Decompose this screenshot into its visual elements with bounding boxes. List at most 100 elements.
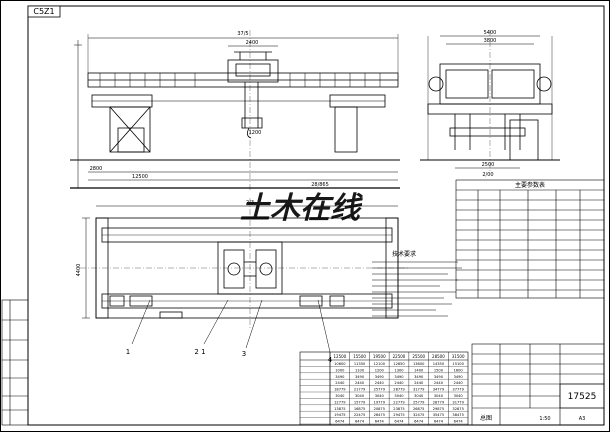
spec-header-cell: 19500 — [373, 354, 386, 359]
spec-cell: 14350 — [433, 362, 445, 366]
spec-cell: 12779 — [334, 400, 346, 404]
spec-cell: 2440 — [394, 381, 404, 385]
bottom-tab-code: 17525 — [568, 392, 597, 402]
spec-cell: 23875 — [393, 407, 404, 411]
spec-cell: 32875 — [452, 407, 463, 411]
spec-cell: 28779 — [433, 400, 445, 404]
top-tab: C5Z1 — [27, 5, 61, 18]
spec-header-cell: 15500 — [353, 354, 366, 359]
spec-cell: 6474 — [414, 420, 424, 424]
spec-cell: 19779 — [374, 400, 386, 404]
spec-header-cell: 22500 — [393, 354, 406, 359]
spec-cell: 28779 — [393, 388, 405, 392]
spec-cell: 3040 — [454, 394, 464, 398]
spec-cell: 3040 — [335, 394, 345, 398]
spec-cell: 1100 — [355, 368, 365, 372]
top-tab-code: C5Z1 — [33, 7, 54, 16]
title-block-scale: 1:50 — [539, 416, 550, 422]
spec-cell: 1300 — [394, 368, 404, 372]
spec-cell: 3040 — [414, 394, 424, 398]
spec-cell: 13875 — [334, 407, 345, 411]
notes-title: 技术要求 — [392, 250, 416, 258]
spec-cell: 2440 — [375, 381, 385, 385]
dim-side-width: 5400 — [484, 30, 497, 36]
spec-cell: 3490 — [414, 375, 424, 379]
spec-cell: 26875 — [413, 407, 424, 411]
dim-side-bottom: 2/00 — [482, 172, 493, 178]
title-block-label: 总图 — [480, 414, 492, 422]
spec-cell: 1400 — [414, 368, 424, 372]
spec-cell: 3040 — [355, 394, 365, 398]
left-margin-blocks — [1, 299, 29, 426]
plan-view — [80, 198, 410, 353]
spec-cell: 32475 — [413, 413, 424, 417]
spec-header-cell: 25500 — [412, 354, 425, 359]
callout-1: 1 — [126, 348, 130, 356]
spec-cell: 3490 — [394, 375, 404, 379]
spec-header-cell: 28500 — [432, 354, 445, 359]
dim-plan-top: 2/3 — [246, 200, 254, 206]
spec-cell: 2440 — [414, 381, 424, 385]
dim-elevation-span: 2400 — [246, 40, 259, 46]
spec-cell: 18779 — [334, 388, 346, 392]
spec-header-cell: 31500 — [452, 354, 465, 359]
dim-elevation-right: 28/865 — [311, 182, 329, 188]
title-block — [471, 343, 605, 426]
spec-cell: 6474 — [434, 420, 444, 424]
spec-cell: 6474 — [355, 420, 365, 424]
spec-cell: 21779 — [354, 388, 366, 392]
spec-cell: 31779 — [413, 388, 425, 392]
spec-cell: 20875 — [374, 407, 385, 411]
spec-cell: 10600 — [334, 362, 346, 366]
spec-cell: 38475 — [452, 413, 463, 417]
spec-cell: 6474 — [335, 420, 345, 424]
spec-cell: 2440 — [355, 381, 365, 385]
spec-cell: 12850 — [393, 362, 405, 366]
spec-cell: 1200 — [375, 368, 385, 372]
spec-cell: 1600 — [454, 368, 464, 372]
spec-cell: 29475 — [393, 413, 404, 417]
dim-elevation-overall: 37/5 — [237, 31, 248, 37]
spec-table: 12500 15500 19500 22500 25500 28500 31500 10600… — [299, 351, 469, 426]
spec-cell: 31779 — [452, 400, 464, 404]
dim-side-inner: 3800 — [484, 38, 497, 44]
watermark: 土木在线 — [240, 191, 364, 226]
elevation-view — [70, 30, 400, 190]
spec-cell: 2440 — [454, 381, 464, 385]
spec-cell: 2440 — [434, 381, 444, 385]
parameter-table — [455, 179, 605, 299]
spec-cell: 16875 — [354, 407, 365, 411]
dim-plan-height: 4400 — [76, 264, 82, 277]
spec-cell: 3490 — [454, 375, 464, 379]
dim-elevation-left: 12500 — [132, 174, 148, 180]
technical-notes: 技术要求 — [372, 250, 462, 317]
spec-cell: 1500 — [434, 368, 444, 372]
spec-cell: 6474 — [454, 420, 464, 424]
spec-cell: 3490 — [375, 375, 385, 379]
title-block-sheet: A3 — [579, 416, 586, 422]
spec-cell: 35475 — [433, 413, 444, 417]
spec-header-cell: 12500 — [333, 354, 346, 359]
spec-cell: 3490 — [434, 375, 444, 379]
spec-cell: 3490 — [335, 375, 345, 379]
spec-cell: 34779 — [433, 388, 445, 392]
spec-cell: 25779 — [374, 388, 386, 392]
spec-cell: 1000 — [335, 368, 345, 372]
parameter-table-title: 主要参数表 — [515, 181, 545, 189]
spec-cell: 3040 — [434, 394, 444, 398]
spec-cell: 2440 — [335, 381, 345, 385]
callout-2: 2 1 — [194, 348, 205, 356]
spec-cell: 22779 — [393, 400, 405, 404]
dim-side-base: 2500 — [482, 162, 495, 168]
spec-cell: 3040 — [394, 394, 404, 398]
side-view — [420, 30, 560, 172]
spec-cell: 15100 — [452, 362, 464, 366]
callout-3: 3 — [242, 350, 246, 358]
spec-cell: 37779 — [452, 388, 464, 392]
spec-cell: 15779 — [354, 400, 366, 404]
spec-cell: 25779 — [413, 400, 425, 404]
spec-cell: 6474 — [375, 420, 385, 424]
spec-cell: 19475 — [334, 413, 345, 417]
